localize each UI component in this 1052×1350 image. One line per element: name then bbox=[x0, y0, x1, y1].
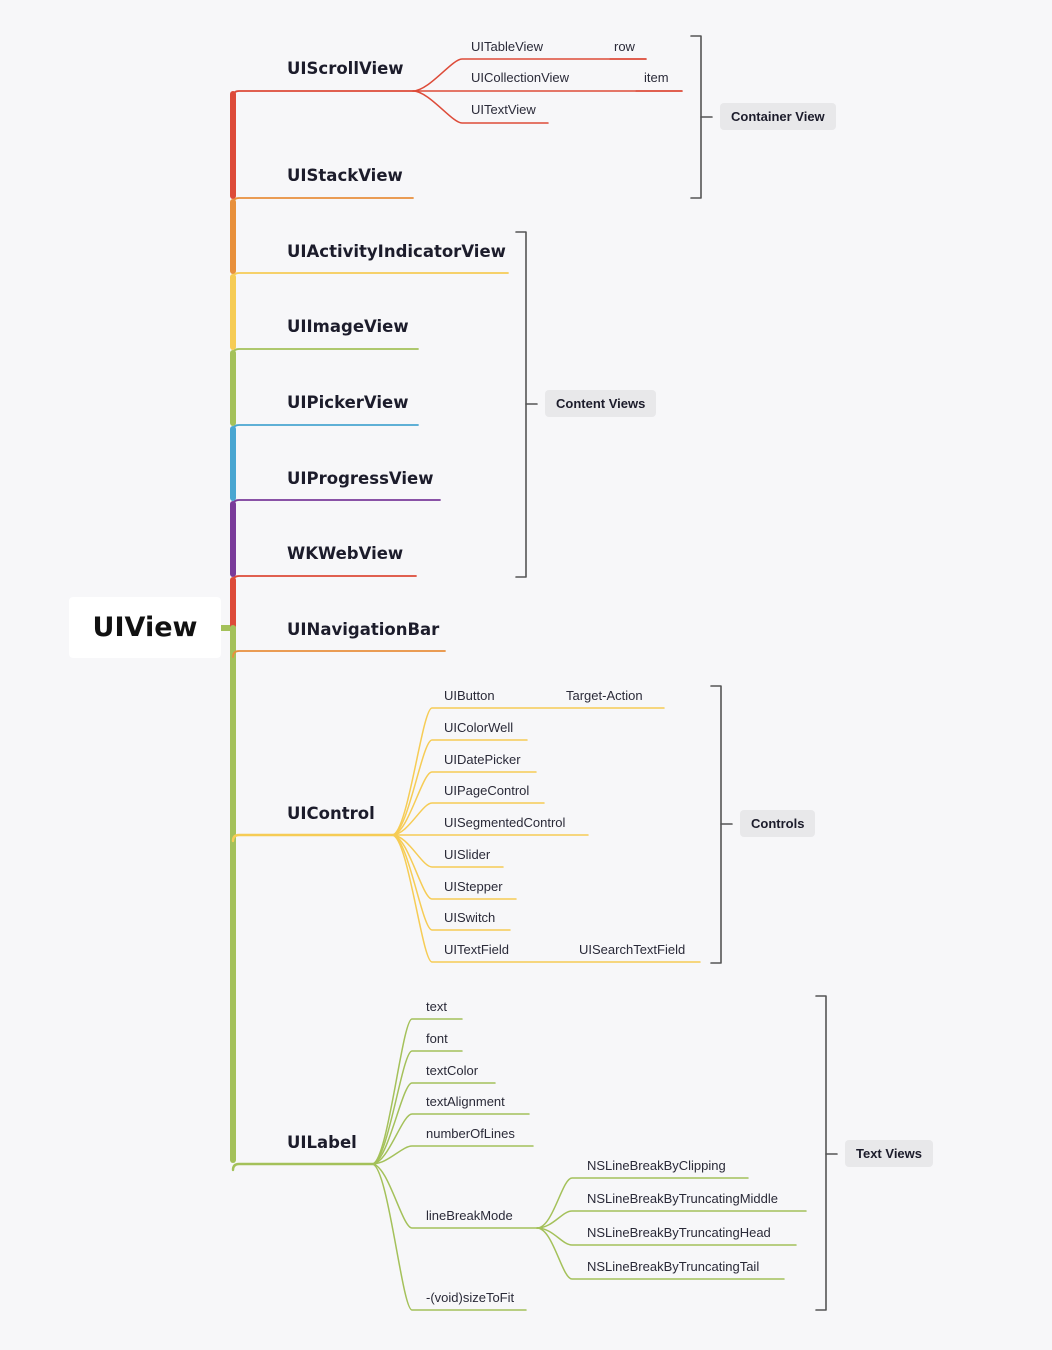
group-tag-content-views[interactable]: Content Views bbox=[545, 390, 657, 417]
control-child-line-3 bbox=[391, 802, 545, 836]
linebreak-child-line-3 bbox=[536, 1227, 785, 1280]
group-tag-controls[interactable]: Controls bbox=[740, 810, 816, 837]
node-uibutton[interactable]: UIButton bbox=[444, 688, 495, 703]
branch-line-7 bbox=[232, 650, 446, 658]
text-bracket bbox=[815, 995, 827, 1311]
control-child-line-1 bbox=[391, 739, 528, 836]
node-nslinebreakbytruncatingtail[interactable]: NSLineBreakByTruncatingTail bbox=[587, 1259, 760, 1274]
node-textalignment[interactable]: textAlignment bbox=[426, 1094, 505, 1109]
branch-uistackview[interactable]: UIStackView bbox=[287, 166, 403, 185]
scroll-child-line-2 bbox=[412, 90, 549, 124]
node-item[interactable]: item bbox=[644, 70, 669, 85]
scroll-child-line-0 bbox=[412, 58, 647, 92]
node-sizetofit[interactable]: -(void)sizeToFit bbox=[426, 1290, 515, 1305]
branch-uiscrollview[interactable]: UIScrollView bbox=[287, 59, 404, 78]
linebreak-child-line-0 bbox=[536, 1177, 749, 1229]
node-uipagecontrol[interactable]: UIPageControl bbox=[444, 783, 530, 798]
branch-wkwebview[interactable]: WKWebView bbox=[287, 544, 404, 563]
node-nslinebreakbyclipping[interactable]: NSLineBreakByClipping bbox=[587, 1158, 726, 1173]
branch-line-3 bbox=[232, 348, 419, 356]
branch-line-0 bbox=[232, 90, 414, 98]
branch-uiprogressview[interactable]: UIProgressView bbox=[287, 469, 434, 488]
node-font[interactable]: font bbox=[426, 1031, 448, 1046]
node-uitextview[interactable]: UITextView bbox=[471, 102, 536, 117]
node-uisegmentedcontrol[interactable]: UISegmentedControl bbox=[444, 815, 566, 830]
label-child-line-5 bbox=[371, 1163, 538, 1229]
label-child-line-3 bbox=[371, 1113, 530, 1165]
container-bracket bbox=[690, 35, 702, 199]
node-uitextfield[interactable]: UITextField bbox=[444, 942, 510, 957]
content-bracket bbox=[515, 231, 527, 578]
controls-bracket bbox=[710, 685, 722, 964]
branch-uilabel[interactable]: UILabel bbox=[287, 1133, 357, 1152]
node-uiswitch[interactable]: UISwitch bbox=[444, 910, 496, 925]
branch-line-8 bbox=[231, 833, 397, 843]
node-linebreakmode[interactable]: lineBreakMode bbox=[426, 1208, 513, 1223]
branch-line-2 bbox=[232, 272, 509, 280]
branch-uicontrol[interactable]: UIControl bbox=[287, 804, 375, 823]
branch-uipickerview[interactable]: UIPickerView bbox=[287, 393, 409, 412]
node-uistepper[interactable]: UIStepper bbox=[444, 879, 503, 894]
branch-line-9 bbox=[231, 1162, 377, 1172]
node-uitableview[interactable]: UITableView bbox=[471, 39, 544, 54]
node-target-action[interactable]: Target-Action bbox=[566, 688, 643, 703]
label-child-line-2 bbox=[371, 1082, 496, 1165]
branch-line-1 bbox=[232, 197, 414, 205]
branch-line-5 bbox=[232, 499, 441, 507]
linebreak-child-line-1 bbox=[536, 1210, 807, 1229]
root-node-label: UIView bbox=[92, 612, 198, 643]
node-nslinebreakbytruncatinghead[interactable]: NSLineBreakByTruncatingHead bbox=[587, 1225, 771, 1240]
branch-uinavigationbar[interactable]: UINavigationBar bbox=[287, 620, 440, 639]
label-child-line-6 bbox=[371, 1163, 527, 1311]
branch-line-6 bbox=[232, 575, 417, 583]
node-uicolorwell[interactable]: UIColorWell bbox=[444, 720, 514, 735]
branch-line-4 bbox=[232, 424, 419, 432]
control-child-line-2 bbox=[391, 771, 537, 836]
node-uislider[interactable]: UISlider bbox=[444, 847, 491, 862]
control-child-line-8 bbox=[391, 834, 701, 963]
node-row[interactable]: row bbox=[614, 39, 635, 54]
branch-uiactivityindicatorview[interactable]: UIActivityIndicatorView bbox=[287, 242, 506, 261]
node-textcolor[interactable]: textColor bbox=[426, 1063, 479, 1078]
group-tag-container-view[interactable]: Container View bbox=[720, 103, 836, 130]
node-nslinebreakbytruncatingmiddle[interactable]: NSLineBreakByTruncatingMiddle bbox=[587, 1191, 779, 1206]
label-child-line-1 bbox=[371, 1050, 463, 1165]
label-child-line-4 bbox=[371, 1145, 534, 1165]
linebreak-child-line-2 bbox=[536, 1227, 797, 1246]
branch-uiimageview[interactable]: UIImageView bbox=[287, 317, 409, 336]
node-uicollectionview[interactable]: UICollectionView bbox=[471, 70, 570, 85]
node-uidatepicker[interactable]: UIDatePicker bbox=[444, 752, 521, 767]
root-node-uiview[interactable]: UIView bbox=[69, 597, 221, 658]
control-child-line-0 bbox=[391, 707, 665, 836]
node-text[interactable]: text bbox=[426, 999, 447, 1014]
node-uisearchtextfield[interactable]: UISearchTextField bbox=[579, 942, 686, 957]
label-child-line-0 bbox=[371, 1018, 463, 1165]
group-tag-text-views[interactable]: Text Views bbox=[845, 1140, 933, 1167]
node-numberoflines[interactable]: numberOfLines bbox=[426, 1126, 515, 1141]
